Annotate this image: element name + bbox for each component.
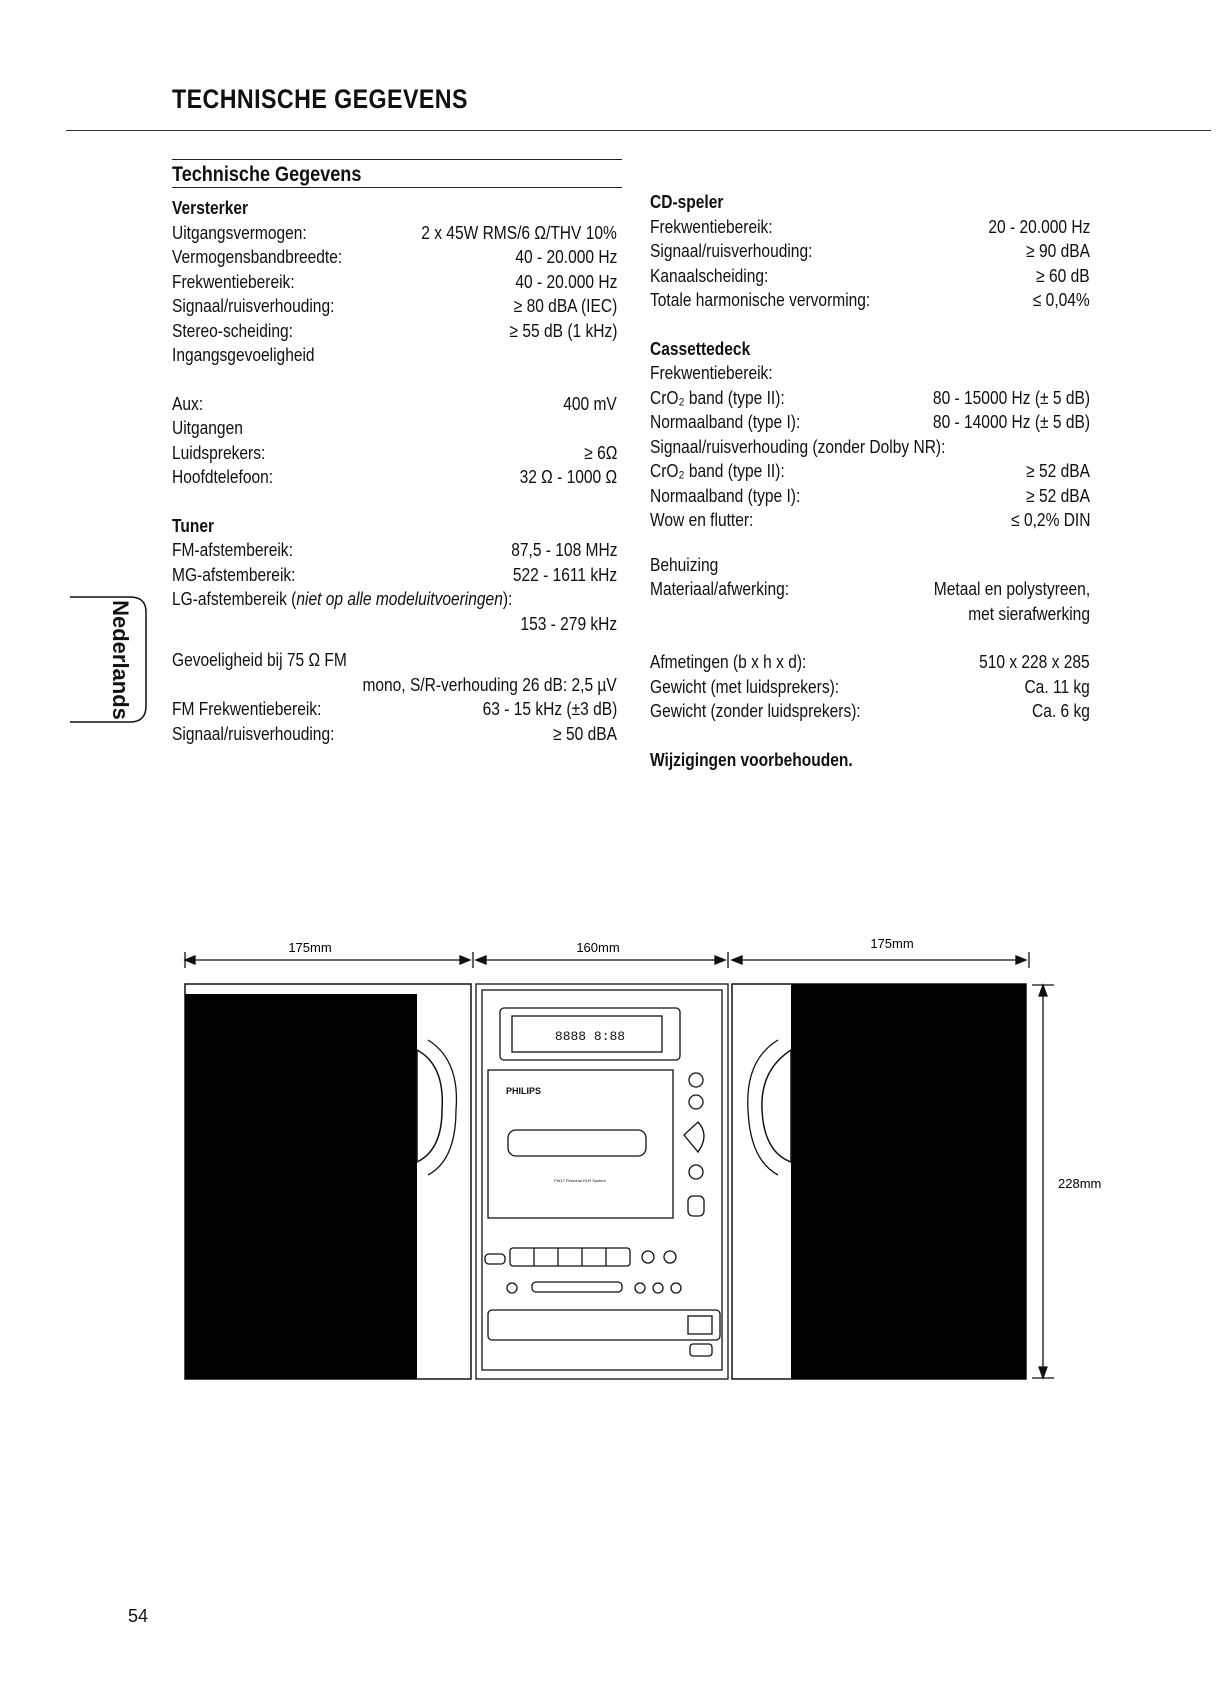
right-spec-column: CD-speler Frekwentiebereik:20 - 20.000 H… (650, 190, 1090, 772)
spec-row: Normaalband (type I):80 - 14000 Hz (± 5 … (650, 411, 1090, 432)
spec-row: Gewicht (zonder luidsprekers):Ca. 6 kg (650, 700, 1090, 721)
spec-row: met sierafwerking (968, 602, 1090, 624)
model-label: FW17 Personal Hi-Fi System (554, 1178, 606, 1183)
spec-row: CrO₂ band (type II):≥ 52 dBA (650, 460, 1090, 481)
spec-row: Frekwentiebereik:40 - 20.000 Hz (172, 270, 617, 292)
spec-row: Stereo-scheiding:≥ 55 dB (1 kHz) (172, 319, 617, 341)
spec-row: 153 - 279 kHz (520, 612, 617, 634)
height-dimension-line (1032, 983, 1054, 1380)
main-unit (475, 983, 729, 1380)
spec-row: FM Frekwentiebereik:63 - 15 kHz (±3 dB) (172, 698, 617, 719)
spec-row: Signaal/ruisverhouding:≥ 80 dBA (IEC) (172, 295, 617, 316)
spec-row: CrO₂ band (type II):80 - 15000 Hz (± 5 d… (650, 386, 1090, 408)
page-number: 54 (128, 1606, 149, 1626)
product-dimension-drawing: 175mm 160mm 175mm 228mm (183, 936, 1101, 1380)
dim-right-label: 175mm (870, 936, 913, 951)
spec-row: Uitgangen (172, 417, 243, 438)
spec-row: mono, S/R-verhouding 26 dB: 2,5 µV (362, 673, 617, 695)
page-title: TECHNISCHE GEGEVENS (172, 84, 468, 114)
spec-row: Totale harmonische vervorming:≤ 0,04% (650, 289, 1090, 310)
dim-left-label: 175mm (288, 940, 331, 955)
spec-row: Hoofdtelefoon:32 Ω - 1000 Ω (172, 466, 617, 487)
changes-reserved-note: Wijzigingen voorbehouden. (650, 748, 853, 770)
spec-row: LG-afstembereik (niet op alle modeluitvo… (172, 588, 513, 609)
spec-row: MG-afstembereik:522 - 1611 kHz (172, 563, 617, 585)
spec-row: Wow en flutter:≤ 0,2% DIN (650, 509, 1090, 530)
spec-row: Behuizing (650, 553, 719, 575)
spec-row: Luidsprekers:≥ 6Ω (172, 441, 617, 463)
language-tab-bracket (70, 596, 147, 723)
section-title: Technische Gegevens (172, 163, 362, 186)
section-rule-bottom (172, 187, 622, 188)
cd-heading: CD-speler (650, 191, 724, 212)
left-speaker (184, 983, 472, 1380)
section-rule-top (172, 159, 622, 160)
versterker-heading: Versterker (172, 197, 249, 218)
spec-row: Gewicht (met luidsprekers):Ca. 11 kg (650, 675, 1090, 697)
spec-row: Signaal/ruisverhouding:≥ 50 dBA (172, 722, 617, 744)
right-speaker (731, 983, 1027, 1380)
dim-center-label: 160mm (576, 940, 619, 955)
spec-row: Ingangsgevoeligheid (172, 344, 315, 365)
spec-row: Aux:400 mV (172, 392, 617, 414)
spec-row: Signaal/ruisverhouding (zonder Dolby NR)… (650, 435, 946, 457)
title-rule (66, 130, 1211, 131)
display-digits: 8888 8:88 (555, 1029, 625, 1044)
cassette-heading: Cassettedeck (650, 337, 751, 359)
language-tab: Nederlands (70, 596, 154, 723)
spec-row: Materiaal/afwerking:Metaal en polystyree… (650, 578, 1090, 599)
spec-row: Uitgangsvermogen:2 x 45W RMS/6 Ω/THV 10% (172, 221, 617, 243)
dim-height-label: 228mm (1058, 1176, 1101, 1191)
spec-row: Normaalband (type I):≥ 52 dBA (650, 484, 1090, 506)
spec-row: Kanaalscheiding:≥ 60 dB (650, 264, 1090, 286)
width-dimension-lines (183, 952, 1030, 968)
tuner-heading: Tuner (172, 514, 215, 536)
spec-row: Afmetingen (b x h x d):510 x 228 x 285 (650, 651, 1090, 672)
spec-row: Vermogensbandbreedte:40 - 20.000 Hz (172, 246, 617, 267)
spec-row: Frekwentiebereik:20 - 20.000 Hz (650, 215, 1090, 237)
language-label: Nederlands (108, 600, 133, 720)
spec-row: Frekwentiebereik: (650, 362, 773, 383)
left-spec-column: Versterker Uitgangsvermogen:2 x 45W RMS/… (172, 196, 617, 746)
spec-row: Gevoeligheid bij 75 Ω FM (172, 649, 347, 670)
brand-logo: PHILIPS (506, 1086, 541, 1096)
spec-row: Signaal/ruisverhouding:≥ 90 dBA (650, 240, 1090, 261)
spec-row: FM-afstembereik:87,5 - 108 MHz (172, 539, 617, 560)
